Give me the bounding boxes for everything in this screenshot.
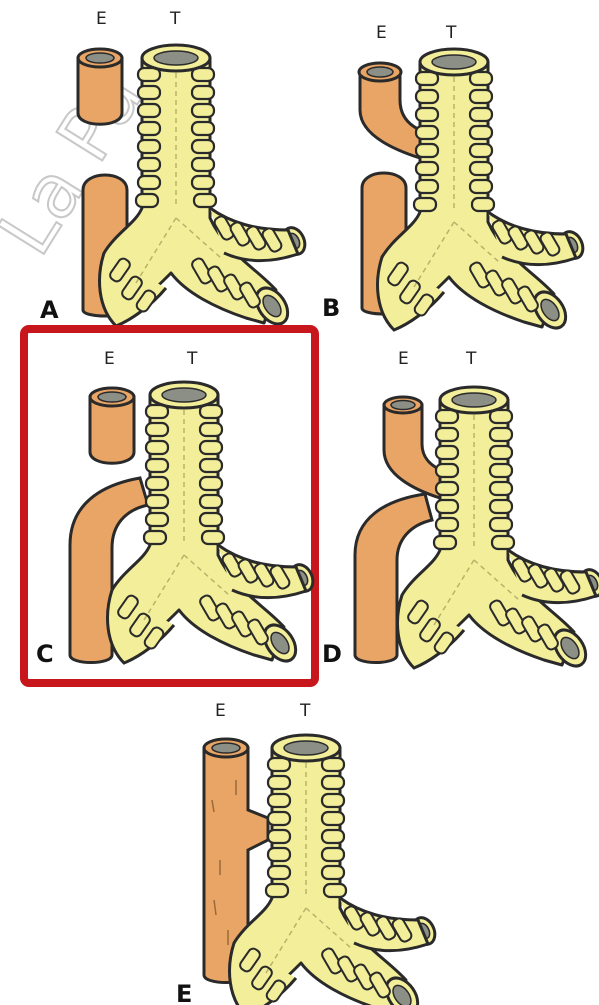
panel-c-esophagus-label: E (104, 349, 115, 369)
panel-d-trachea-label: T (465, 349, 477, 369)
panel-b-letter: B (322, 294, 340, 322)
panel-a-upper-esophageal-pouch (78, 49, 122, 124)
panel-c-trachea-label: T (186, 349, 198, 369)
panel-b-trachea-label: T (445, 23, 457, 43)
panel-c: E T C (24, 329, 317, 683)
panel-b: E T B (322, 23, 587, 334)
panel-c-upper-esophageal-pouch (90, 388, 134, 463)
panel-d: E T D (322, 349, 599, 672)
panel-e-esophagus-label: E (215, 701, 226, 721)
panel-a-esophagus-label: E (96, 9, 107, 29)
panel-d-trachea (398, 387, 599, 672)
panel-e: E T E (176, 701, 439, 1005)
panel-b-esophagus-label: E (376, 23, 387, 43)
panel-e-letter: E (176, 980, 192, 1005)
panel-a-letter: A (40, 296, 59, 324)
panel-c-letter: C (36, 640, 54, 668)
panel-e-trachea (230, 735, 439, 1005)
panel-b-trachea (378, 49, 587, 334)
panel-a-trachea-label: T (169, 9, 181, 29)
panel-e-trachea-label: T (299, 701, 311, 721)
panel-d-esophagus-label: E (398, 349, 409, 369)
panel-c-trachea (108, 382, 317, 667)
panel-d-letter: D (322, 640, 342, 668)
